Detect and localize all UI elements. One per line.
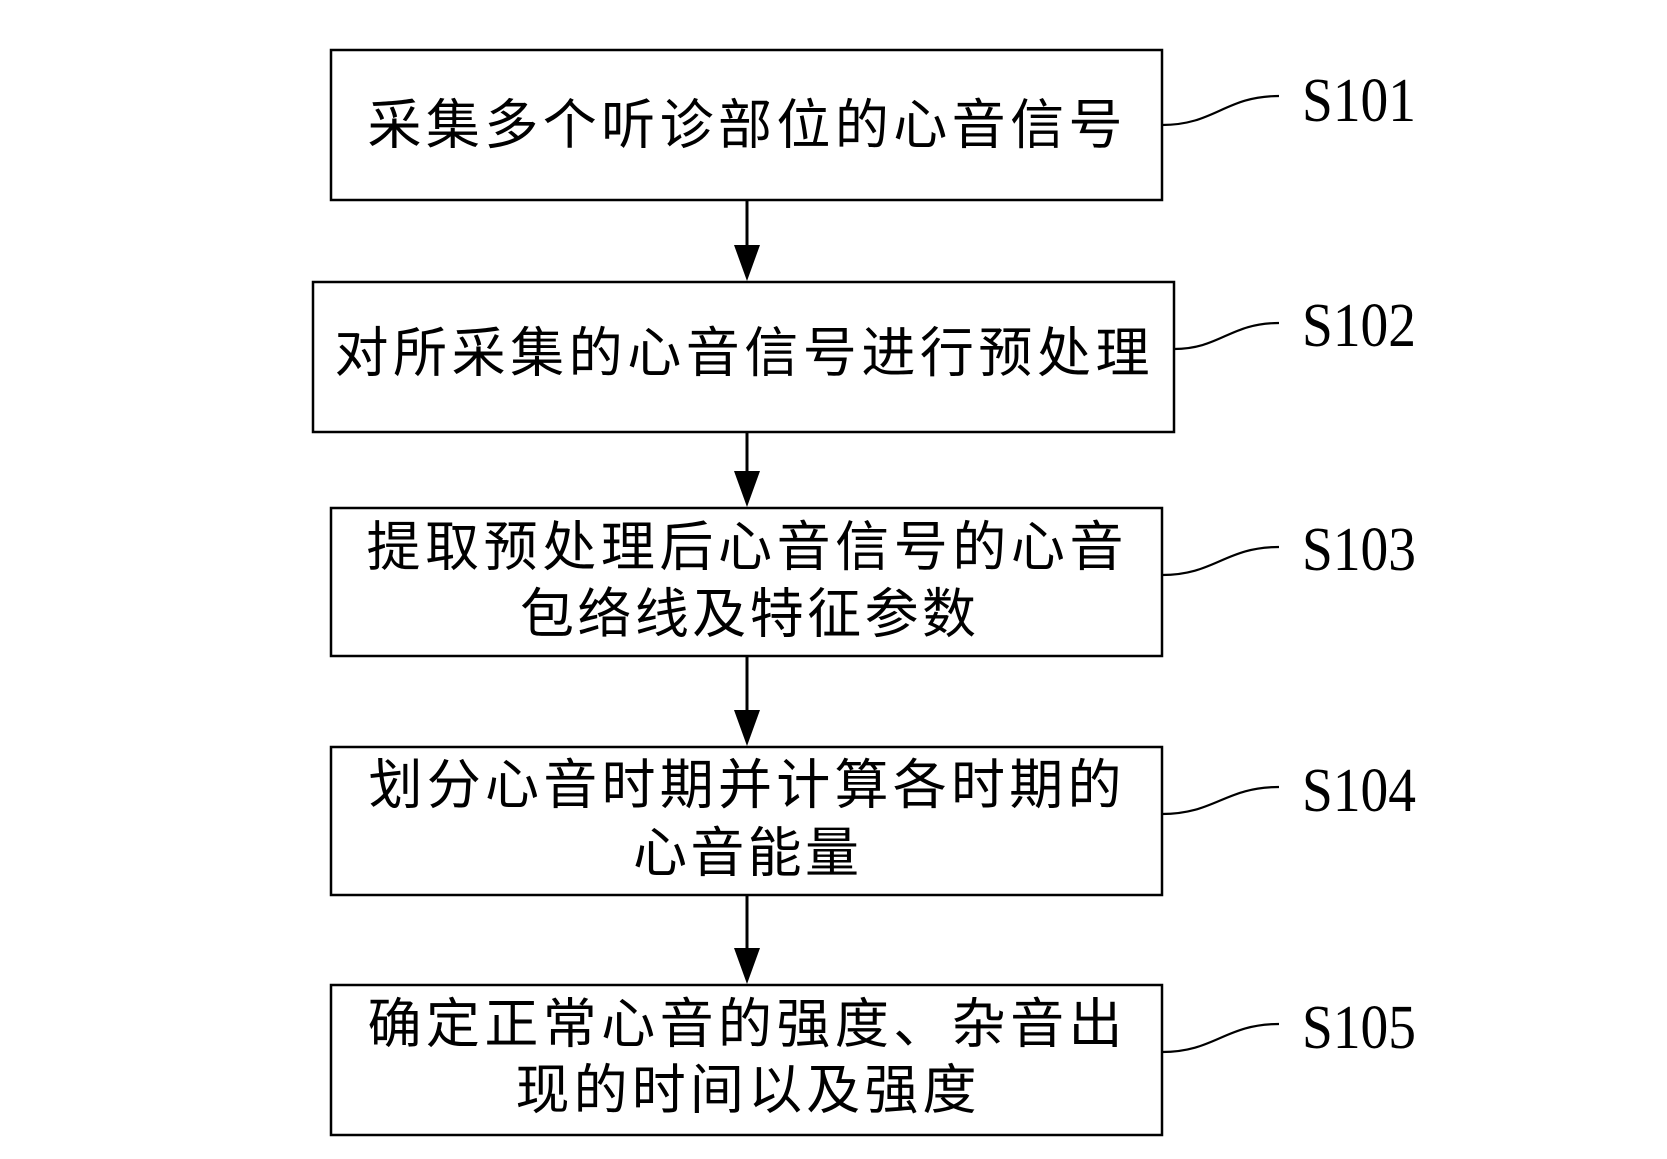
flow-arrow [734, 432, 760, 507]
arrow-head [734, 948, 760, 984]
step-label: S104 [1302, 757, 1416, 825]
step-s102: 对所采集的心音信号进行预处理 S102 [313, 282, 1416, 432]
label-connector [1162, 787, 1279, 814]
flow-arrow [734, 895, 760, 984]
step-s104: 划分心音时期并计算各时期的 心音能量 S104 [331, 747, 1416, 895]
label-connector [1162, 547, 1279, 575]
step-s105: 确定正常心音的强度、杂音出 现的时间以及强度 S105 [331, 985, 1416, 1135]
step-label: S105 [1302, 994, 1416, 1062]
arrow-head [734, 710, 760, 746]
step-s103: 提取预处理后心音信号的心音 包络线及特征参数 S103 [331, 508, 1416, 656]
label-connector [1162, 1024, 1279, 1052]
step-label: S103 [1302, 516, 1416, 584]
flow-arrow [734, 200, 760, 281]
arrow-head [734, 245, 760, 281]
step-s101: 采集多个听诊部位的心音信号 S101 [331, 50, 1416, 200]
label-connector [1174, 323, 1279, 349]
flow-arrow [734, 656, 760, 746]
step-label: S101 [1302, 67, 1416, 135]
arrow-head [734, 471, 760, 507]
label-connector [1162, 96, 1279, 125]
step-label: S102 [1302, 292, 1416, 360]
